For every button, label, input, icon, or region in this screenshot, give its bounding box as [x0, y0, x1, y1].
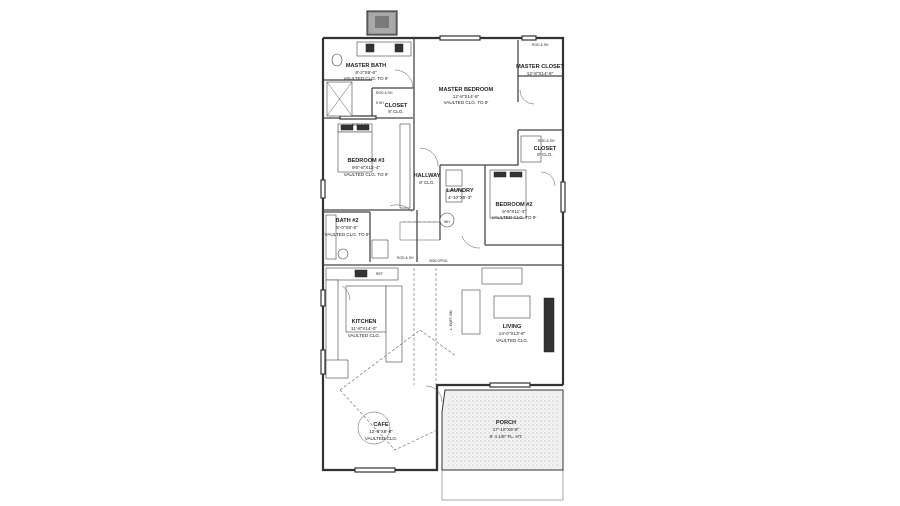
- annotation-rod-shelf-4: ROD & SH: [397, 256, 414, 260]
- room-dims-master-bedroom: 12'-8"X14'-8": [453, 94, 480, 99]
- room-name-master-closet: MASTER CLOSET: [516, 64, 564, 70]
- room-note-porch: 8' 4 1/8" FL. HT.: [490, 434, 523, 439]
- room-dims-laundry: 4'-10"X5'-3": [448, 195, 472, 200]
- laundry-fixtures: [439, 169, 463, 228]
- windows: [320, 35, 566, 473]
- annotation-opening: 3000 OPNG.: [429, 259, 448, 263]
- room-note-living: VAULTED CLG.: [496, 338, 529, 343]
- room-note-bedroom-3: VAULTED CLG. TO 9': [344, 172, 389, 177]
- room-note-kitchen: VAULTED CLG.: [348, 333, 381, 338]
- bedroom-2-furniture: [489, 135, 542, 219]
- roof-vent-box: [366, 10, 398, 36]
- room-name-bath-2: BATH #2: [336, 218, 359, 224]
- room-name-closet-upper: CLOSET: [385, 103, 408, 109]
- room-name-master-bath: MASTER BATH: [346, 63, 386, 69]
- room-name-hallway: HALLWAY: [414, 173, 441, 179]
- cafe-diamond: [339, 329, 457, 451]
- room-note-master-bedroom: VAULTED CLG. TO 9': [444, 100, 489, 105]
- room-note-closet-upper: 8' CLG.: [388, 109, 403, 114]
- annotation-rod-shelf-2: ROD & SH: [376, 91, 393, 95]
- room-note-closet-right: 8' CLG.: [537, 152, 552, 157]
- room-dims-bedroom-2: 9'-6"X11'-4": [502, 209, 526, 214]
- exterior-walls: [321, 36, 565, 472]
- beam-lines: [399, 221, 441, 385]
- annotation-shelf: 5 SH: [376, 101, 384, 105]
- annotation-rod-shelf-1: ROD & SH: [532, 43, 549, 47]
- room-note-hallway: 8' CLG.: [419, 180, 434, 185]
- annotation-refrigerator: REF: [376, 272, 383, 276]
- room-name-cafe: CAFE: [373, 422, 388, 428]
- room-dims-cafe: 12'-8"X8'-8": [369, 429, 393, 434]
- room-name-bedroom-3: BEDROOM #3: [348, 158, 385, 164]
- room-name-bedroom-2: BEDROOM #2: [496, 202, 533, 208]
- room-note-bath-2: VAULTED CLG. TO 9': [325, 232, 370, 237]
- room-name-closet-right: CLOSET: [534, 146, 557, 152]
- room-name-master-bedroom: MASTER BEDROOM: [439, 87, 494, 93]
- room-note-master-bath: VAULTED CLG. TO 9': [344, 76, 389, 81]
- annotation-beam: L. EQPT. BM: [449, 310, 453, 330]
- room-name-living: LIVING: [503, 324, 522, 330]
- room-dims-porch: 17'-10"X6'-8": [493, 427, 520, 432]
- bedroom-3-furniture: [337, 123, 411, 209]
- kitchen-cabinets: [325, 267, 403, 379]
- annotation-rod-shelf-3: ROD & SH: [538, 139, 555, 143]
- room-name-porch: PORCH: [496, 420, 516, 426]
- room-dims-bath-2: 5'-0"X8'-6": [336, 225, 358, 230]
- bath-2-fixtures: [325, 214, 389, 260]
- annotation-water-heater: WH: [444, 220, 450, 224]
- room-note-bedroom-2: VAULTED CLG. TO 9': [492, 215, 537, 220]
- porch-deck: [441, 389, 564, 501]
- room-name-laundry: LAUNDRY: [446, 188, 473, 194]
- room-name-kitchen: KITCHEN: [352, 319, 377, 325]
- doors: [341, 69, 556, 403]
- room-dims-living: 14'-0"X13'-8": [499, 331, 526, 336]
- master-bath-fixtures: [326, 41, 412, 117]
- room-dims-bedroom-3: 9'6"-8"X13'-4": [352, 165, 380, 170]
- annotation-rod-shelf-5: ROD & SH: [352, 123, 369, 127]
- room-dims-kitchen: 11'-8"X14'-0": [351, 326, 377, 331]
- room-dims-master-closet: 12'-8"X14'-8": [527, 71, 554, 76]
- interior-walls: [323, 38, 563, 266]
- living-furniture: [461, 267, 555, 353]
- room-note-cafe: VAULTED CLG.: [365, 436, 398, 441]
- room-dims-master-bath: 8'-2"X9'-6": [355, 70, 377, 75]
